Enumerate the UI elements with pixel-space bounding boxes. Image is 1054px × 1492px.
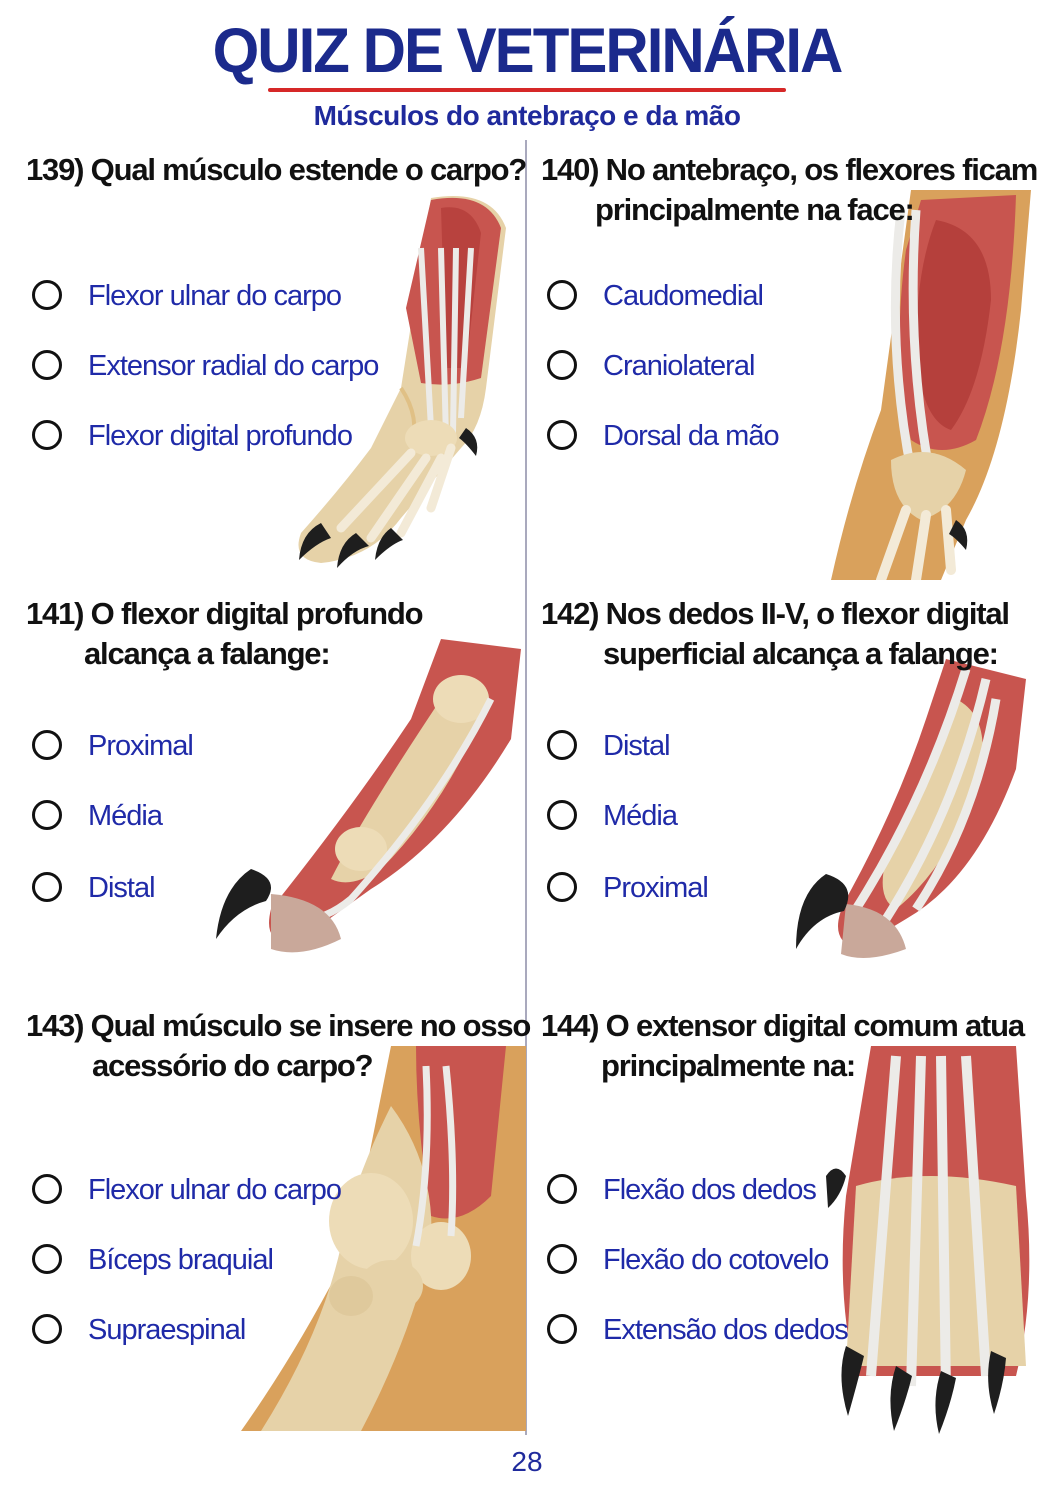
option-b[interactable]: Média [547,796,887,840]
question-line: principalmente na face: [595,192,915,227]
radio-button[interactable] [32,280,62,310]
option-a[interactable]: Distal [547,726,887,770]
question-text: 139) Qual músculo estende o carpo? [26,150,528,190]
option-label: Supraespinal [88,1314,246,1346]
question-139: 139) Qual músculo estende o carpo? Flexo… [26,150,528,590]
radio-button[interactable] [32,1244,62,1274]
page-subtitle: Músculos do antebraço e da mão [313,100,741,131]
radio-button[interactable] [547,1174,577,1204]
option-label: Flexor ulnar do carpo [88,280,342,312]
radio-button[interactable] [32,1314,62,1344]
carpus-accessory-bone-illustration [241,1046,526,1431]
question-number: 141) [26,596,84,631]
option-b[interactable]: Flexão do cotovelo [547,1240,887,1284]
option-label: Proximal [88,730,194,762]
question-141: 141) O flexor digital profundo alcança a… [26,594,526,1034]
question-140: 140) No antebraço, os flexores ficam pri… [541,150,1041,590]
option-label: Média [88,800,163,832]
question-text: 141) O flexor digital profundo alcança a… [26,594,526,674]
option-label: Flexor digital profundo [88,420,353,452]
option-b[interactable]: Craniolateral [547,346,887,390]
radio-button[interactable] [32,872,62,902]
option-c[interactable]: Supraespinal [32,1310,372,1354]
question-143: 143) Qual músculo se insere no osso aces… [26,1006,531,1446]
question-number: 142) [541,596,599,631]
option-label: Dorsal da mão [603,420,780,452]
option-c[interactable]: Flexor digital profundo [32,416,372,460]
radio-button[interactable] [32,1174,62,1204]
radio-button[interactable] [32,800,62,830]
option-label: Flexão do cotovelo [603,1244,829,1276]
option-label: Flexor ulnar do carpo [88,1174,342,1206]
question-line: O extensor digital comum atua [605,1008,1025,1043]
question-text: 140) No antebraço, os flexores ficam pri… [541,150,1041,230]
option-label: Extensão dos dedos [603,1314,849,1346]
title-underline [268,88,786,92]
option-c[interactable]: Dorsal da mão [547,416,887,460]
question-line: O flexor digital profundo [90,596,424,631]
option-label: Distal [603,730,671,762]
question-number: 139) [26,152,84,187]
forelimb-paw-lateral-illustration [298,196,506,568]
option-b[interactable]: Extensor radial do carpo [32,346,379,390]
radio-button[interactable] [547,1244,577,1274]
question-line: Qual músculo se insere no osso [90,1008,532,1043]
digit-deep-flexor-illustration [216,639,521,953]
question-line: Nos dedos II-V, o flexor digital [605,596,1010,631]
radio-button[interactable] [547,280,577,310]
digit-superficial-flexor-illustration [796,659,1026,958]
question-text: 143) Qual músculo se insere no osso aces… [26,1006,531,1086]
option-b[interactable]: Bíceps braquial [32,1240,372,1284]
question-142: 142) Nos dedos II-V, o flexor digital su… [541,594,1041,1034]
page-number: 28 [511,1446,543,1477]
radio-button[interactable] [547,872,577,902]
question-line: No antebraço, os flexores ficam [605,152,1039,187]
question-text: 142) Nos dedos II-V, o flexor digital su… [541,594,1041,674]
question-number: 144) [541,1008,599,1043]
radio-button[interactable] [32,350,62,380]
option-label: Craniolateral [603,350,755,382]
option-b[interactable]: Média [32,796,372,840]
option-label: Flexão dos dedos [603,1174,817,1206]
option-label: Bíceps braquial [88,1244,274,1276]
page-title: QUIZ DE VETERINÁRIA [212,15,844,86]
question-line: Qual músculo estende o carpo? [90,152,528,187]
option-a[interactable]: Caudomedial [547,276,887,320]
question-144: 144) O extensor digital comum atua princ… [541,1006,1041,1446]
question-number: 140) [541,152,599,187]
radio-button[interactable] [32,730,62,760]
forearm-flexor-muscles-illustration [831,190,1031,580]
question-number: 143) [26,1008,84,1043]
radio-button[interactable] [547,730,577,760]
question-line: principalmente na: [601,1048,856,1083]
column-divider [525,140,527,1435]
option-a[interactable]: Flexor ulnar do carpo [32,1170,372,1214]
radio-button[interactable] [547,800,577,830]
question-line: alcança a falange: [84,636,331,671]
option-a[interactable]: Flexor ulnar do carpo [32,276,372,320]
page-header: QUIZ DE VETERINÁRIA Músculos do antebraç… [0,0,1054,140]
option-c[interactable]: Proximal [547,868,887,912]
paw-extensor-tendons-illustration [826,1046,1030,1434]
option-c[interactable]: Extensão dos dedos [547,1310,887,1354]
radio-button[interactable] [547,1314,577,1344]
option-a[interactable]: Proximal [32,726,372,770]
radio-button[interactable] [547,420,577,450]
question-line: acessório do carpo? [92,1048,374,1083]
radio-button[interactable] [32,420,62,450]
radio-button[interactable] [547,350,577,380]
question-text: 144) O extensor digital comum atua princ… [541,1006,1041,1086]
option-c[interactable]: Distal [32,868,372,912]
option-label: Caudomedial [603,280,764,312]
option-label: Proximal [603,872,709,904]
option-label: Distal [88,872,156,904]
option-a[interactable]: Flexão dos dedos [547,1170,887,1214]
option-label: Média [603,800,678,832]
question-line: superficial alcança a falange: [603,636,999,671]
option-label: Extensor radial do carpo [88,350,379,382]
